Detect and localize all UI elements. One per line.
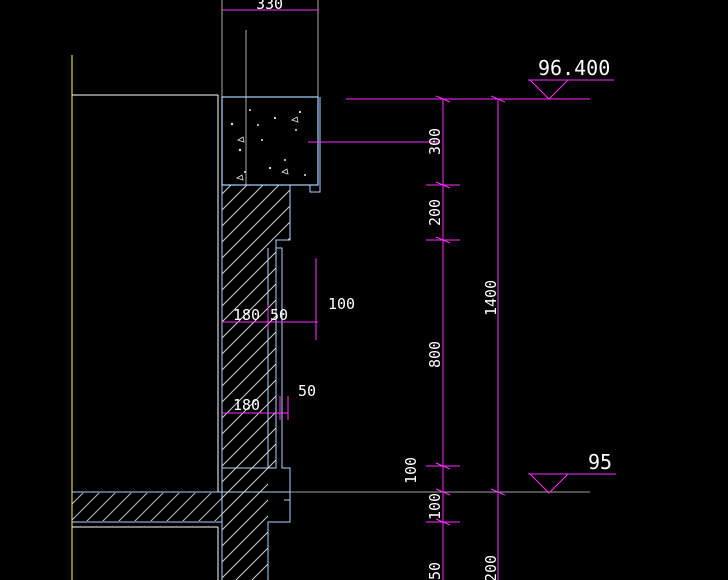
elevation-marker-top: 96.400 xyxy=(528,56,614,100)
dim-seg-800: 800 xyxy=(426,341,444,368)
hatched-wall xyxy=(221,184,291,469)
label-50: 50 xyxy=(298,382,316,400)
dim-seg-100-b: 100 xyxy=(426,493,444,520)
dim-total-bottom: 200 xyxy=(482,555,500,580)
dim-top-width: 330 xyxy=(256,0,283,13)
dim-seg-300: 300 xyxy=(426,128,444,155)
dim-wall-180-lower: 180 xyxy=(233,396,260,414)
floor-slab-fill xyxy=(72,493,222,521)
elevation-marker-bottom: 95 xyxy=(528,450,616,494)
horizontal-dimensions xyxy=(222,9,440,420)
dim-offset-50-upper: 50 xyxy=(270,306,288,324)
beam-drip xyxy=(309,97,321,193)
label-100: 100 xyxy=(328,295,355,313)
wall-section xyxy=(72,0,590,580)
vertical-dim-labels: 300 200 800 100 100 50 1400 200 xyxy=(402,128,500,580)
dim-seg-200: 200 xyxy=(426,199,444,226)
concrete-beam xyxy=(221,96,319,186)
vertical-dimensions xyxy=(346,95,590,580)
lower-wall-fill xyxy=(222,468,268,580)
concrete-texture xyxy=(230,109,306,181)
dim-seg-50: 50 xyxy=(426,562,444,580)
dim-total-1400: 1400 xyxy=(482,280,500,316)
outer-face-step xyxy=(275,185,291,501)
elevation-top-label: 96.400 xyxy=(538,56,610,80)
elevation-bottom-label: 95 xyxy=(588,450,612,474)
dim-wall-180-upper: 180 xyxy=(233,306,260,324)
dim-seg-100-a: 100 xyxy=(402,457,420,484)
